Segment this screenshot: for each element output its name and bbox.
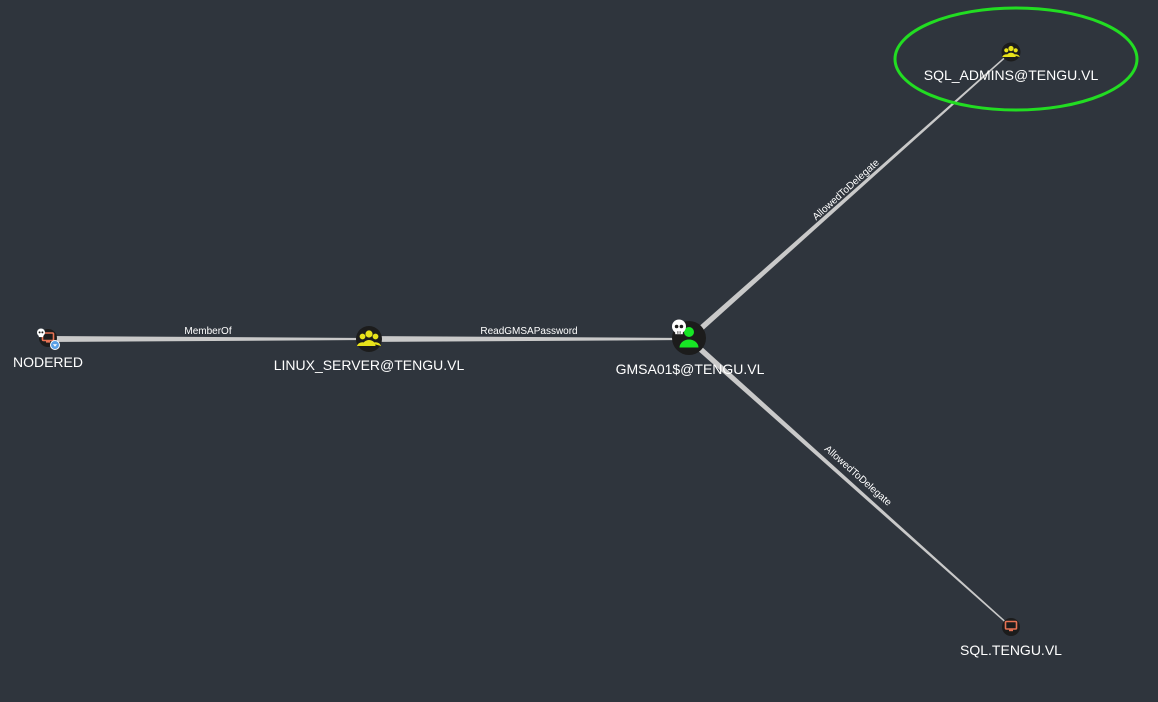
edge-label-allowedtodelegate-1: AllowedToDelegate	[811, 157, 882, 223]
node-nodered[interactable]: NODERED	[13, 328, 83, 371]
node-linux-server[interactable]: LINUX_SERVER@TENGU.VL	[274, 326, 465, 373]
skull-icon	[37, 328, 45, 338]
edge-label-allowedtodelegate-2: AllowedToDelegate	[822, 444, 894, 509]
edge-label-memberof: MemberOf	[184, 326, 231, 337]
highlight-ring	[893, 6, 1139, 112]
node-label-linux-server: LINUX_SERVER@TENGU.VL	[274, 357, 465, 373]
node-sql-admins[interactable]: SQL_ADMINS@TENGU.VL	[924, 42, 1099, 84]
node-label-nodered: NODERED	[13, 354, 83, 370]
node-label-sql-admins: SQL_ADMINS@TENGU.VL	[924, 67, 1099, 83]
owned-badge-icon	[50, 340, 60, 350]
edge-readgmsapassword[interactable]: ReadGMSAPassword	[369, 326, 689, 342]
group-icon	[1002, 45, 1020, 57]
computer-node-circle	[1002, 618, 1020, 636]
node-label-gmsa01: GMSA01$@TENGU.VL	[616, 361, 765, 377]
group-node-circle	[1001, 42, 1021, 62]
user-icon	[679, 327, 699, 348]
edge-label-readgmsapassword: ReadGMSAPassword	[480, 326, 577, 337]
group-node-circle	[356, 326, 382, 352]
edge-allowedtodelegate-sql-admins[interactable]: AllowedToDelegate	[687, 52, 1011, 341]
group-icon	[357, 330, 381, 346]
node-label-sql-tengu: SQL.TENGU.VL	[960, 642, 1062, 658]
edge-memberof[interactable]: MemberOf	[48, 326, 369, 342]
node-gmsa01[interactable]: GMSA01$@TENGU.VL	[616, 319, 765, 378]
edge-allowedtodelegate-sql-tengu[interactable]: AllowedToDelegate	[687, 337, 1011, 627]
node-sql-tengu[interactable]: SQL.TENGU.VL	[960, 618, 1062, 658]
skull-icon	[672, 319, 686, 335]
computer-icon	[1004, 620, 1018, 632]
